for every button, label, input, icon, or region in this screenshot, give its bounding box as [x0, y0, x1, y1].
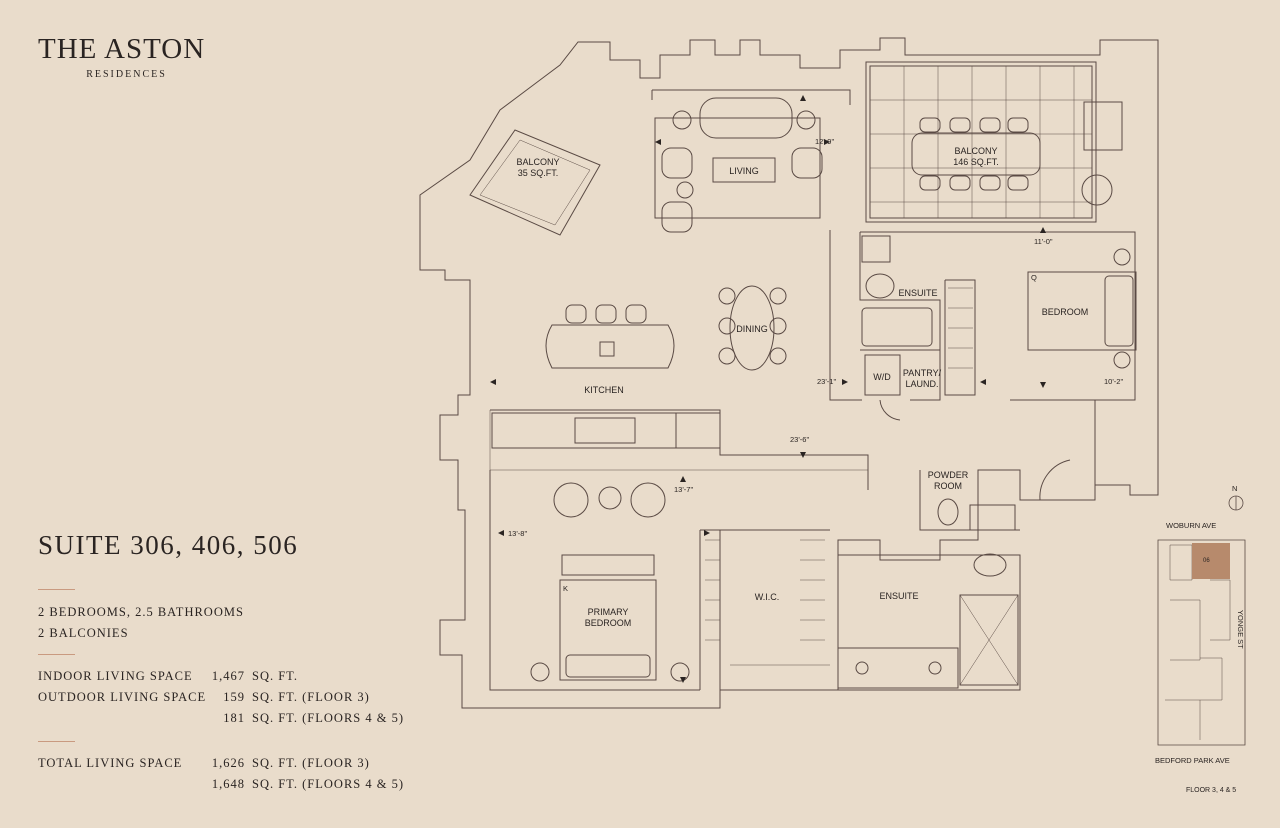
indoor-value: 1,467: [211, 669, 245, 683]
street-woburn: WOBURN AVE: [1166, 521, 1216, 530]
indoor-label: INDOOR LIVING SPACE: [38, 669, 193, 683]
dim-kitchen: 23'-1": [817, 377, 836, 386]
wd-label: W/D: [873, 372, 891, 382]
dim-bedroom: 10'-2": [1104, 377, 1123, 386]
balcony-large-label: BALCONY: [954, 146, 997, 156]
indoor-unit: SQ. FT.: [252, 669, 299, 683]
powder-label: POWDER: [928, 470, 969, 480]
total-unit-floors45: SQ. FT. (FLOORS 4 & 5): [252, 777, 404, 791]
total-unit-floor3: SQ. FT. (FLOOR 3): [252, 756, 370, 770]
total-value-floors45: 1,648: [211, 777, 245, 791]
powder-room-label: ROOM: [934, 481, 962, 491]
wic-label: W.I.C.: [755, 592, 780, 602]
brand-name: THE ASTON: [38, 33, 206, 65]
balcony-small-area: 35 SQ.FT.: [518, 168, 559, 178]
balcony-small-label: BALCONY: [516, 157, 559, 167]
key-plan: [1157, 495, 1246, 746]
divider: [38, 741, 75, 742]
primary-bedroom-label-2: BEDROOM: [585, 618, 632, 628]
outdoor-value-floors45: 181: [223, 711, 245, 725]
bed-size-k: K: [563, 584, 568, 593]
dining-label: DINING: [736, 324, 768, 334]
bedroom-label: BEDROOM: [1042, 307, 1089, 317]
living-label: LIVING: [729, 166, 759, 176]
ensuite-bottom-label: ENSUITE: [879, 591, 918, 601]
dim-balcony: 11'-0": [1034, 237, 1053, 246]
bed-size-q: Q: [1031, 273, 1037, 282]
dim-corridor: 23'-6": [790, 435, 809, 444]
suite-title: SUITE 306, 406, 506: [38, 530, 299, 560]
bedrooms-text: 2 BEDROOMS, 2.5 BATHROOMS: [38, 605, 244, 619]
divider: [38, 654, 75, 655]
dim-primary-width: 13'-7": [674, 485, 693, 494]
balconies-text: 2 BALCONIES: [38, 626, 129, 640]
brand-subtitle: RESIDENCES: [86, 69, 167, 80]
key-plan-floors: FLOOR 3, 4 & 5: [1186, 787, 1236, 794]
laundry-label: LAUND.: [905, 379, 938, 389]
street-bedford: BEDFORD PARK AVE: [1155, 756, 1230, 765]
ensuite-top-label: ENSUITE: [898, 288, 937, 298]
outdoor-unit-floors45: SQ. FT. (FLOORS 4 & 5): [252, 711, 404, 725]
dim-living: 12'-9": [815, 137, 834, 146]
key-plan-unit-highlight: [1192, 543, 1230, 579]
dim-primary-length: 13'-8": [508, 529, 527, 538]
street-yonge: YONGE ST: [1236, 610, 1245, 649]
divider: [38, 589, 75, 590]
key-plan-unit-label: 06: [1203, 558, 1210, 564]
primary-bedroom-label: PRIMARY: [588, 607, 629, 617]
outdoor-label: OUTDOOR LIVING SPACE: [38, 690, 207, 704]
balcony-large-area: 146 SQ.FT.: [953, 157, 999, 167]
total-label: TOTAL LIVING SPACE: [38, 756, 183, 770]
outdoor-unit-floor3: SQ. FT. (FLOOR 3): [252, 690, 370, 704]
kitchen-label: KITCHEN: [584, 385, 624, 395]
total-value-floor3: 1,626: [211, 756, 245, 770]
north-label: N: [1232, 484, 1237, 493]
pantry-label: PANTRY/: [903, 368, 942, 378]
outdoor-value-floor3: 159: [223, 690, 245, 704]
